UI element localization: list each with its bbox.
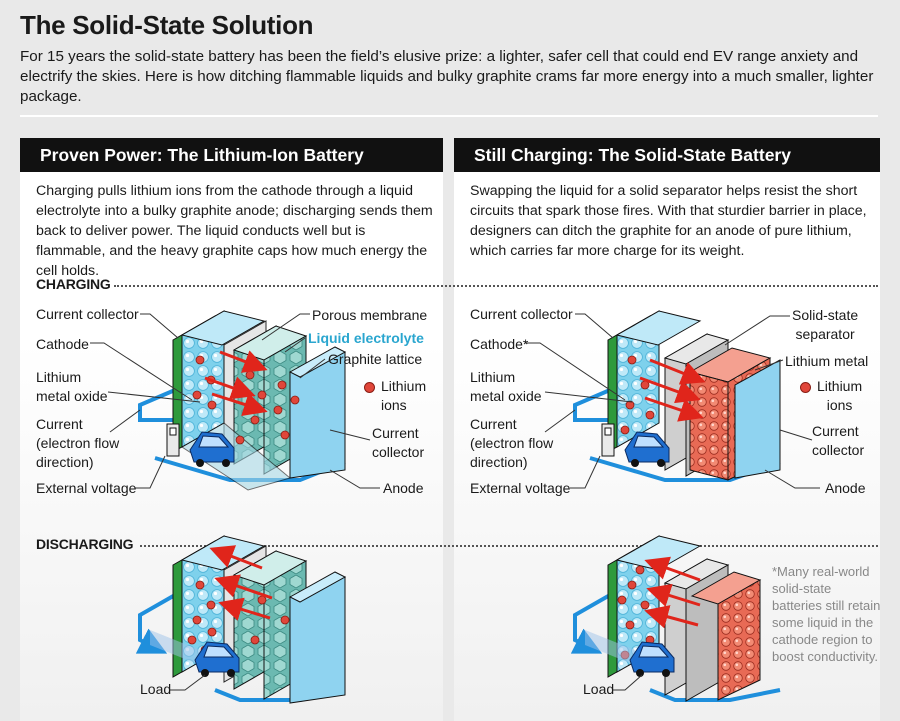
right-current-collector-right-label: Current collector <box>812 423 865 458</box>
left-lithium-ions-legend: Lithium ions <box>364 377 426 415</box>
right-lithium-metal-oxide-label: Lithium metal oxide <box>470 369 542 404</box>
right-current-flow-label: Current (electron flow direction) <box>470 416 554 470</box>
discharging-section-label: DISCHARGING <box>36 536 134 552</box>
right-lithium-ions-legend: Lithium ions <box>800 377 862 415</box>
right-lithium-metal-label: Lithium metal <box>785 353 869 369</box>
left-lithium-ions-label: Lithium ions <box>381 378 427 413</box>
right-cathode-label: Cathode* <box>470 336 529 352</box>
left-current-collector-label: Current collector <box>36 306 139 322</box>
right-lithium-ions-label: Lithium ions <box>817 378 863 413</box>
li-ion-charging-cell <box>138 310 347 491</box>
left-graphite-lattice-label: Graphite lattice <box>328 351 423 367</box>
discharging-divider <box>140 545 878 547</box>
right-current-collector-label: Current collector <box>470 306 573 322</box>
page-subtitle: For 15 years the solid-state battery has… <box>20 48 874 105</box>
page-title: The Solid-State Solution <box>20 10 314 40</box>
left-current-flow-label: Current (electron flow direction) <box>36 416 120 470</box>
lithium-ion-icon <box>364 381 375 393</box>
left-liquid-electrolyte-label: Liquid electrolyte <box>308 330 424 346</box>
charging-divider <box>114 285 878 287</box>
lithium-ion-icon <box>800 381 811 393</box>
left-cathode-label: Cathode <box>36 336 89 352</box>
right-column-heading: Still Charging: The Solid-State Battery <box>454 138 880 172</box>
left-column-body: Charging pulls lithium ions from the cat… <box>36 183 433 279</box>
cathode-footnote: *Many real-world solid-state batteries s… <box>772 564 881 664</box>
left-lithium-metal-oxide-label: Lithium metal oxide <box>36 369 108 404</box>
left-external-voltage-label: External voltage <box>36 480 137 496</box>
left-current-collector-right-label: Current collector <box>372 425 425 460</box>
left-porous-membrane-label: Porous membrane <box>312 307 428 323</box>
right-anode-label: Anode <box>825 480 866 496</box>
left-load-label: Load <box>140 681 172 697</box>
solid-state-charging-cell <box>573 310 781 482</box>
right-external-voltage-label: External voltage <box>470 480 571 496</box>
right-column-body: Swapping the liquid for a solid separato… <box>470 183 867 259</box>
header-rule <box>20 115 878 117</box>
left-column-heading: Proven Power: The Lithium-Ion Battery <box>20 138 443 172</box>
right-solid-state-separator-label: Solid-state separator <box>792 307 859 342</box>
left-anode-label: Anode <box>383 480 424 496</box>
li-ion-discharging-cell <box>135 535 347 704</box>
solid-state-discharging-cell <box>570 535 781 702</box>
right-load-label: Load <box>583 681 615 697</box>
charging-section-label: CHARGING <box>36 276 111 292</box>
